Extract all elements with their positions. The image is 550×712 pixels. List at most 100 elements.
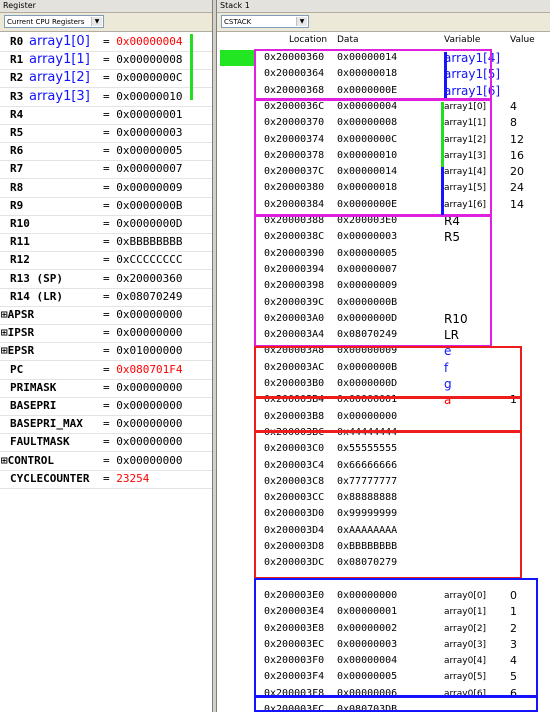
chevron-down-icon[interactable]: ▼ — [91, 17, 102, 26]
register-value[interactable]: = 0x00000003 — [103, 126, 183, 139]
register-value[interactable]: = 0x00000004 — [103, 35, 183, 48]
register-value[interactable]: = 0x00000000 — [103, 417, 183, 431]
register-row[interactable]: R7= 0x00000007 — [0, 160, 212, 180]
register-row[interactable]: R10= 0x0000000D — [0, 215, 212, 234]
stack-location: 0x2000037C — [264, 166, 325, 178]
register-row[interactable]: R4= 0x00000001 — [0, 106, 212, 125]
register-value[interactable]: = 0x00000008 — [103, 53, 183, 67]
stack-selector-dropdown[interactable]: CSTACK ▼ — [221, 15, 309, 28]
register-row[interactable]: R6= 0x00000005 — [0, 142, 212, 162]
register-value[interactable]: = 0x00000010 — [103, 89, 183, 103]
register-value[interactable]: = 0x00000000 — [103, 435, 183, 449]
register-row[interactable]: ⊞IPSR= 0x00000000 — [0, 324, 212, 344]
register-value[interactable]: = 0x00000001 — [103, 107, 183, 121]
register-value[interactable]: = 0x01000000 — [103, 344, 183, 358]
register-value[interactable]: = 0x00000005 — [103, 144, 183, 158]
column-header-location[interactable]: Location — [289, 35, 328, 45]
register-value[interactable]: = 0xCCCCCCCC — [103, 253, 183, 267]
register-row[interactable]: BASEPRI_MAX= 0x00000000 — [0, 415, 212, 435]
register-value[interactable]: = 0x0000000B — [103, 198, 183, 212]
register-row[interactable]: R5= 0x00000003 — [0, 124, 212, 143]
register-value[interactable]: = 0x00000000 — [103, 308, 183, 321]
register-value[interactable]: = 0x08070249 — [103, 289, 183, 303]
register-row[interactable]: R12= 0xCCCCCCCC — [0, 251, 212, 271]
register-value[interactable]: = 0xBBBBBBBB — [103, 235, 183, 249]
register-row[interactable]: CYCLECOUNTER= 23254 — [0, 470, 212, 489]
register-value[interactable]: = 0x00000000 — [103, 399, 183, 412]
stack-row[interactable] — [217, 572, 550, 588]
register-row[interactable]: PC= 0x080701F4 — [0, 361, 212, 380]
register-value[interactable]: = 0x0000000C — [103, 71, 183, 85]
register-row[interactable]: ⊞APSR= 0x00000000 — [0, 306, 212, 325]
register-value[interactable]: = 0x20000360 — [103, 271, 183, 285]
chevron-down-icon[interactable]: ▼ — [296, 17, 307, 26]
column-header-data[interactable]: Data — [337, 35, 359, 45]
register-row[interactable]: R11= 0xBBBBBBBB — [0, 233, 212, 253]
register-value[interactable]: = 0x00000000 — [103, 453, 183, 467]
register-value[interactable]: = 0x080701F4 — [103, 362, 183, 376]
register-value[interactable]: = 23254 — [103, 471, 150, 485]
register-row[interactable]: PRIMASK= 0x00000000 — [0, 379, 212, 398]
register-value[interactable]: = 0x00000007 — [103, 162, 183, 176]
register-row[interactable]: R14 (LR)= 0x08070249 — [0, 288, 212, 307]
register-value[interactable]: = 0x00000009 — [103, 180, 183, 194]
register-row[interactable]: R13 (SP)= 0x20000360 — [0, 270, 212, 289]
register-row[interactable]: R9= 0x0000000B — [0, 197, 212, 216]
register-row[interactable]: R8= 0x00000009 — [0, 179, 212, 198]
register-value[interactable]: = 0x00000000 — [103, 380, 183, 394]
register-group-dropdown[interactable]: Current CPU Registers ▼ — [4, 15, 104, 28]
register-row[interactable]: BASEPRI= 0x00000000 — [0, 397, 212, 416]
register-row[interactable]: ⊞EPSR= 0x01000000 — [0, 342, 212, 362]
register-row[interactable]: FAULTMASK= 0x00000000 — [0, 433, 212, 453]
column-header-variable[interactable]: Variable — [444, 35, 481, 45]
column-header-value[interactable]: Value — [510, 35, 535, 45]
register-row[interactable]: ⊞CONTROL= 0x00000000 — [0, 452, 212, 471]
register-value[interactable]: = 0x0000000D — [103, 217, 183, 230]
register-value[interactable]: = 0x00000000 — [103, 326, 183, 340]
